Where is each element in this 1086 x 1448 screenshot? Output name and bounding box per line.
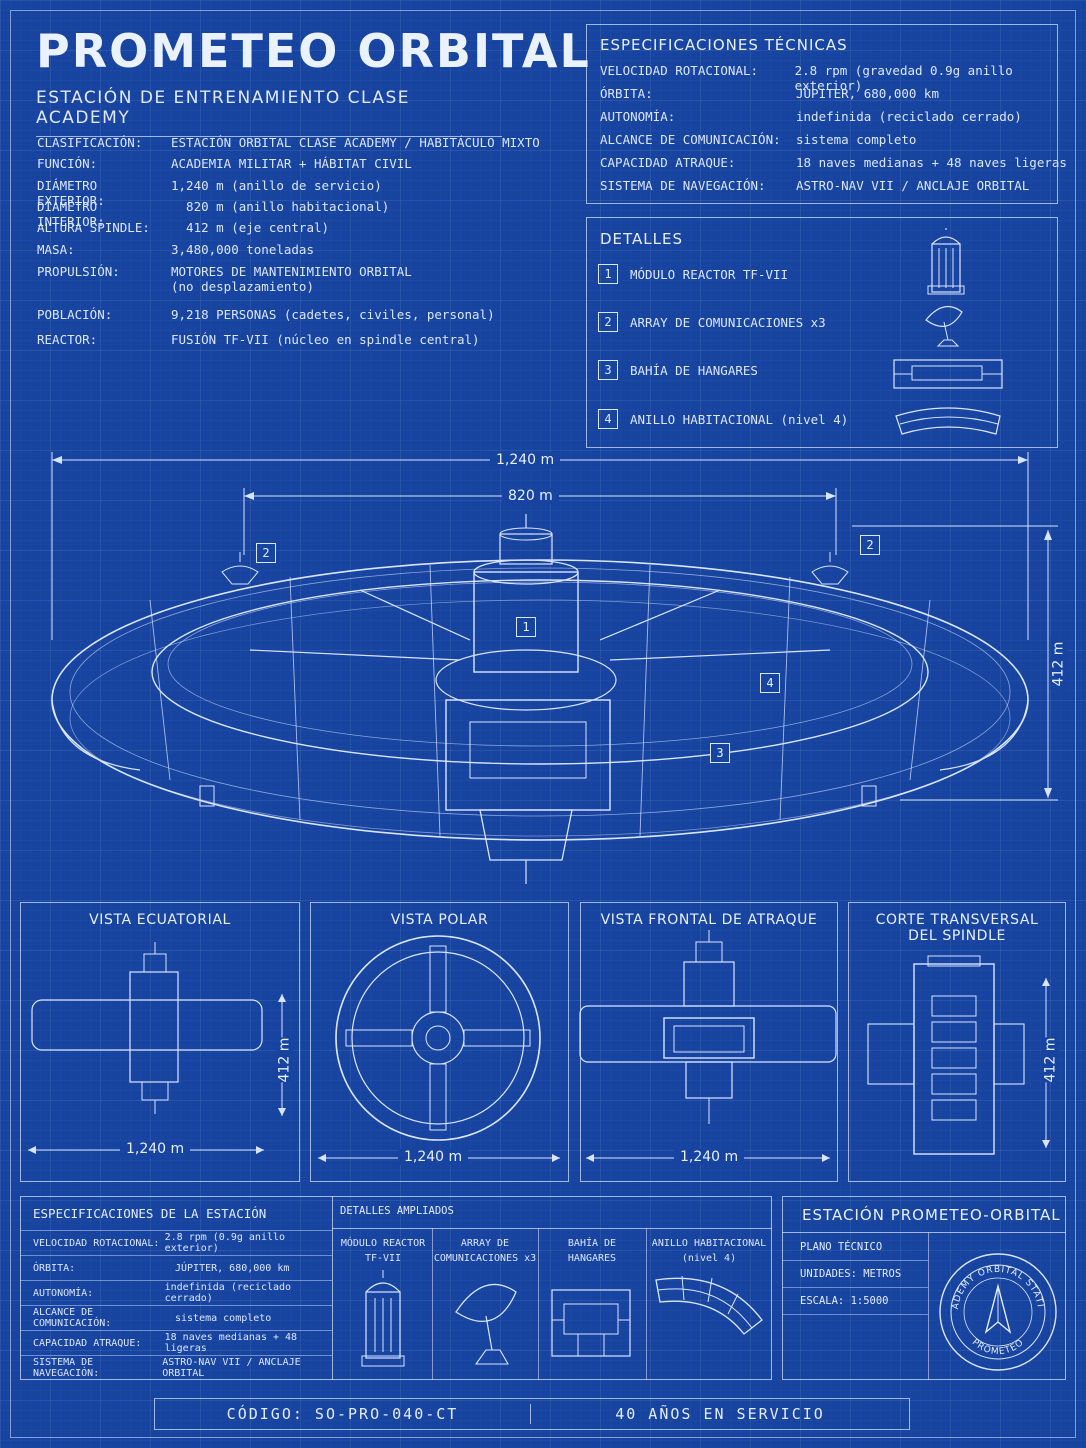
callout-tag: 2	[860, 535, 880, 555]
details-title: DETALLES	[600, 230, 683, 248]
tech-specs-title: ESPECIFICACIONES TÉCNICAS	[600, 36, 848, 54]
row-line	[782, 1260, 928, 1261]
station-specs-title: ESPECIFICACIONES DE LA ESTACIÓN	[33, 1206, 267, 1221]
bottom-specs-panel	[20, 1196, 772, 1380]
station-spec-row: VELOCIDAD ROTACIONAL:2.8 rpm (0.9g anill…	[20, 1230, 332, 1255]
section-view-drawing	[867, 955, 1050, 1155]
sheet-border	[10, 10, 1076, 1438]
dim-outer-diameter: 1,240 m	[490, 452, 561, 468]
tech-row: AUTONOMÍA:indefinida (reciclado cerrado)	[600, 109, 1022, 124]
enlarged-reactor-icon	[361, 1270, 405, 1367]
antenna-icon	[925, 305, 963, 347]
enlarged-header-line	[332, 1228, 772, 1229]
station-spec-row: SISTEMA DE NAVEGACIÓN:ASTRO-NAV VII / AN…	[20, 1355, 332, 1380]
dim-section-height: 412 m	[1042, 1037, 1059, 1083]
enlarged-hangar-icon	[551, 1289, 631, 1357]
row-line	[782, 1287, 928, 1288]
station-spec-row: AUTONOMÍA:indefinida (reciclado cerrado)	[20, 1280, 332, 1305]
station-spec-row: ALCANCE DE COMUNICACIÓN:sistema completo	[20, 1305, 332, 1330]
dim-equatorial-width: 1,240 m	[120, 1141, 191, 1157]
spec-row: MASA:3,480,000 toneladas	[37, 242, 314, 257]
page-subtitle: ESTACIÓN DE ENTRENAMIENTO CLASE ACADEMY	[36, 88, 502, 137]
drawing-code: CÓDIGO: SO-PRO-040-CT	[226, 1405, 459, 1423]
spec-row: PROPULSIÓN:MOTORES DE MANTENIMIENTO ORBI…	[37, 264, 412, 294]
spec-row: ALTURA SPINDLE: 412 m (eje central)	[37, 220, 330, 235]
spec-row: DIÁMETRO EXTERIOR:1,240 m (anillo de ser…	[37, 178, 382, 208]
tech-row: ÓRBITA:JÚPITER, 680,000 km	[600, 86, 939, 101]
drawing-units: UNIDADES: METROS	[800, 1268, 902, 1280]
equatorial-view-drawing	[28, 942, 286, 1154]
enlarged-details-title: DETALLES AMPLIADOS	[340, 1205, 454, 1217]
tech-row: SISTEMA DE NAVEGACIÓN:ASTRO-NAV VII / AN…	[600, 178, 1030, 193]
view-panel-polar	[310, 902, 569, 1182]
spec-row: POBLACIÓN:9,218 PERSONAS (cadetes, civil…	[37, 307, 495, 322]
drawing-scale: ESCALA: 1:5000	[800, 1295, 889, 1307]
view-title-polar: VISTA POLAR	[390, 912, 489, 928]
footer-bar: CÓDIGO: SO-PRO-040-CT 40 AÑOS EN SERVICI…	[154, 1398, 910, 1430]
academy-seal-icon: ACADEMY ORBITAL STATION PROMETEO	[934, 1245, 1057, 1371]
callout-tag: 3	[710, 743, 730, 763]
enlarged-ring-segment-icon	[655, 1275, 763, 1335]
tech-specs-panel	[586, 24, 1058, 204]
service-years: 40 AÑOS EN SERVICIO	[615, 1405, 825, 1423]
footer-divider	[530, 1404, 531, 1424]
title-block-panel	[782, 1196, 1066, 1380]
reactor-icon	[927, 228, 965, 295]
view-title-frontal: VISTA FRONTAL DE ATRAQUE	[600, 912, 818, 928]
title-block-line	[782, 1232, 1066, 1233]
title-block-divider	[928, 1232, 929, 1380]
bottom-divider	[332, 1196, 333, 1380]
tech-row: ALCANCE DE COMUNICACIÓN:sistema completo	[600, 132, 917, 147]
station-spec-row: ÓRBITA:JÚPITER, 680,000 km	[20, 1255, 332, 1280]
details-panel	[586, 217, 1058, 448]
cell-divider	[432, 1228, 433, 1380]
view-panel-equatorial	[20, 902, 300, 1182]
row-line	[782, 1314, 928, 1315]
enlarged-cell-ring-title: ANILLO HABITACIONAL(nivel 4)	[651, 1238, 767, 1264]
callout-tag: 2	[256, 543, 276, 563]
page-title: PROMETEO ORBITAL	[36, 24, 591, 78]
dim-equatorial-height: 412 m	[276, 1037, 293, 1083]
title-block-title: ESTACIÓN PROMETEO-ORBITAL	[802, 1206, 1061, 1224]
tech-row: VELOCIDAD ROTACIONAL:2.8 rpm (gravedad 0…	[600, 63, 1013, 93]
enlarged-antenna-icon	[455, 1283, 517, 1365]
spec-row: DIÁMETRO INTERIOR: 820 m (anillo habitac…	[37, 199, 390, 229]
tech-row: CAPACIDAD ATRAQUE:18 naves medianas + 48…	[600, 155, 1067, 170]
dim-polar-width: 1,240 m	[398, 1149, 469, 1165]
hangar-icon	[893, 359, 1003, 389]
polar-view-drawing	[318, 935, 560, 1162]
view-title-equatorial: VISTA ECUATORIAL	[89, 912, 231, 928]
drawing-type: PLANO TÉCNICO	[800, 1241, 883, 1253]
station-main-view	[51, 514, 1029, 884]
spec-row: CLASIFICACIÓN:ESTACIÓN ORBITAL CLASE ACA…	[37, 135, 540, 150]
view-panel-section	[848, 902, 1066, 1182]
spec-row: REACTOR:FUSIÓN TF-VII (núcleo en spindle…	[37, 332, 480, 347]
callout-tag: 1	[516, 617, 536, 637]
callout-tag: 4	[760, 673, 780, 693]
cell-divider	[538, 1228, 539, 1380]
ring-segment-icon	[895, 407, 1001, 435]
cell-divider	[646, 1228, 647, 1380]
frontal-view-drawing	[579, 930, 837, 1162]
dim-inner-diameter: 820 m	[502, 488, 559, 504]
spec-row: FUNCIÓN:ACADEMIA MILITAR + HÁBITAT CIVIL	[37, 156, 412, 171]
station-spec-row: CAPACIDAD ATRAQUE:18 naves medianas + 48…	[20, 1330, 332, 1355]
dim-frontal-width: 1,240 m	[674, 1149, 745, 1165]
